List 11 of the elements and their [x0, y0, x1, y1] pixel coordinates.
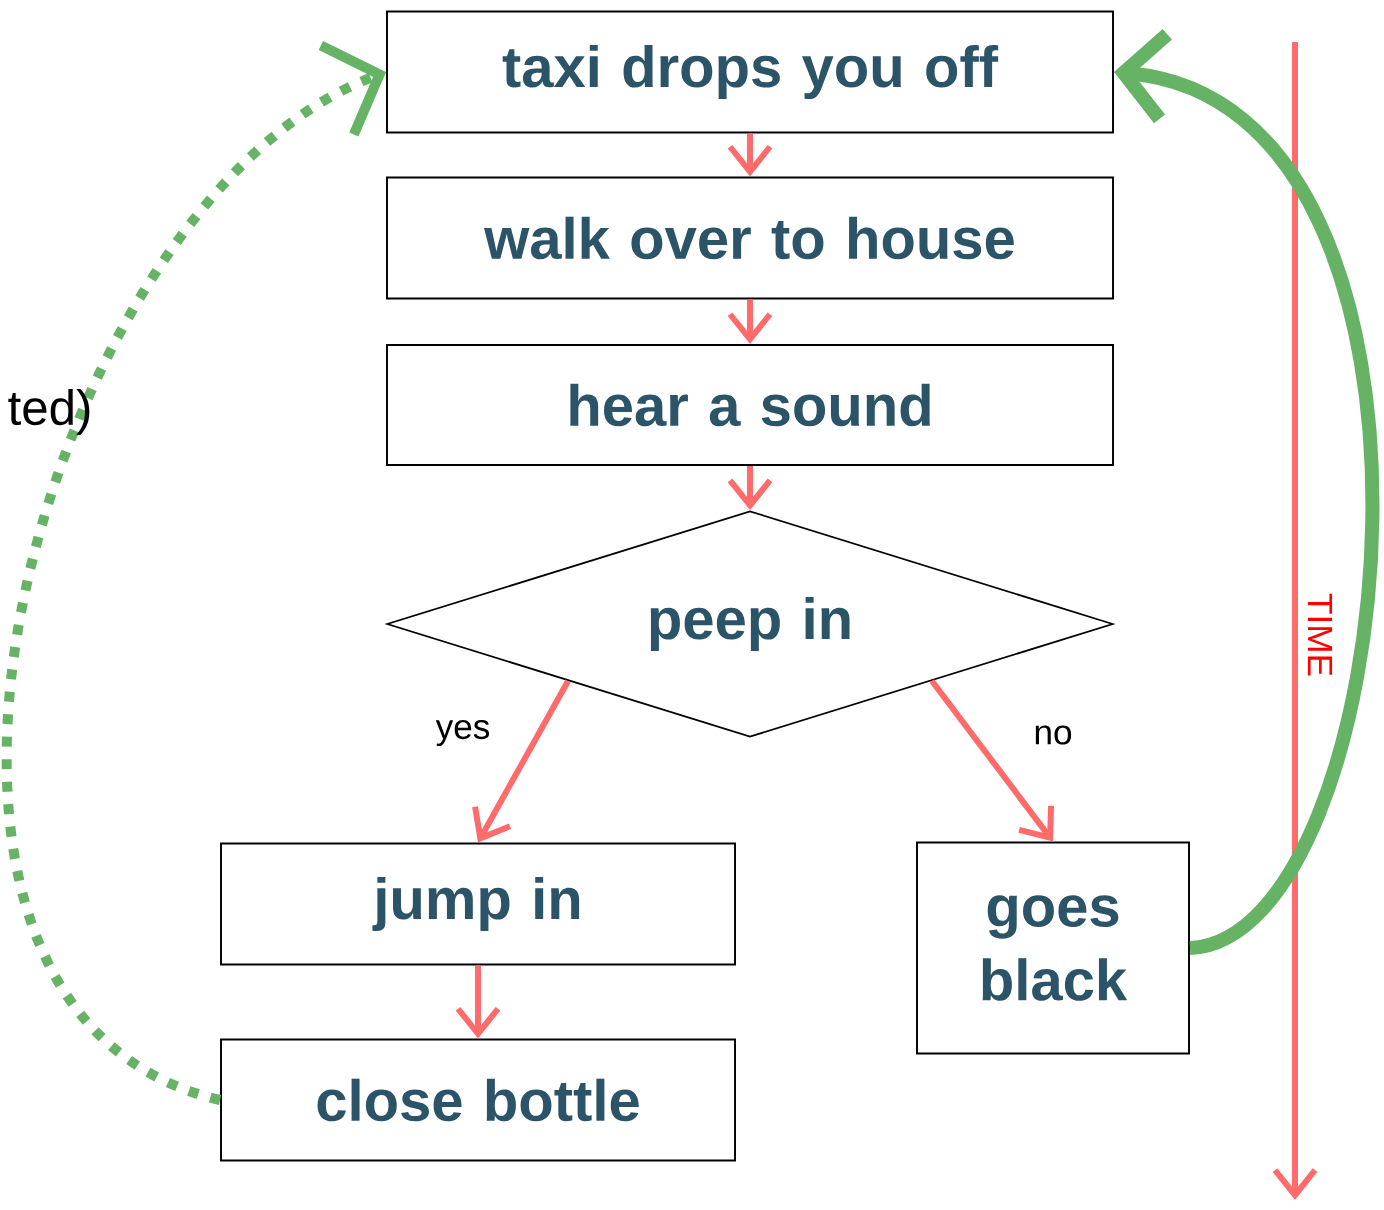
process-box: taxi drops you off: [386, 10, 1114, 134]
arrow: [929, 679, 1055, 842]
process-box: goes black: [916, 841, 1190, 1055]
arrow: [472, 679, 571, 843]
loop-arrow: [3, 40, 387, 1105]
process-box: hear a sound: [386, 344, 1114, 466]
process-box: walk over to house: [386, 176, 1114, 300]
axis-label: TIME: [1307, 593, 1333, 676]
note-text: ted): [8, 389, 90, 435]
process-box: jump in: [220, 842, 736, 966]
process-box: close bottle: [220, 1038, 736, 1162]
